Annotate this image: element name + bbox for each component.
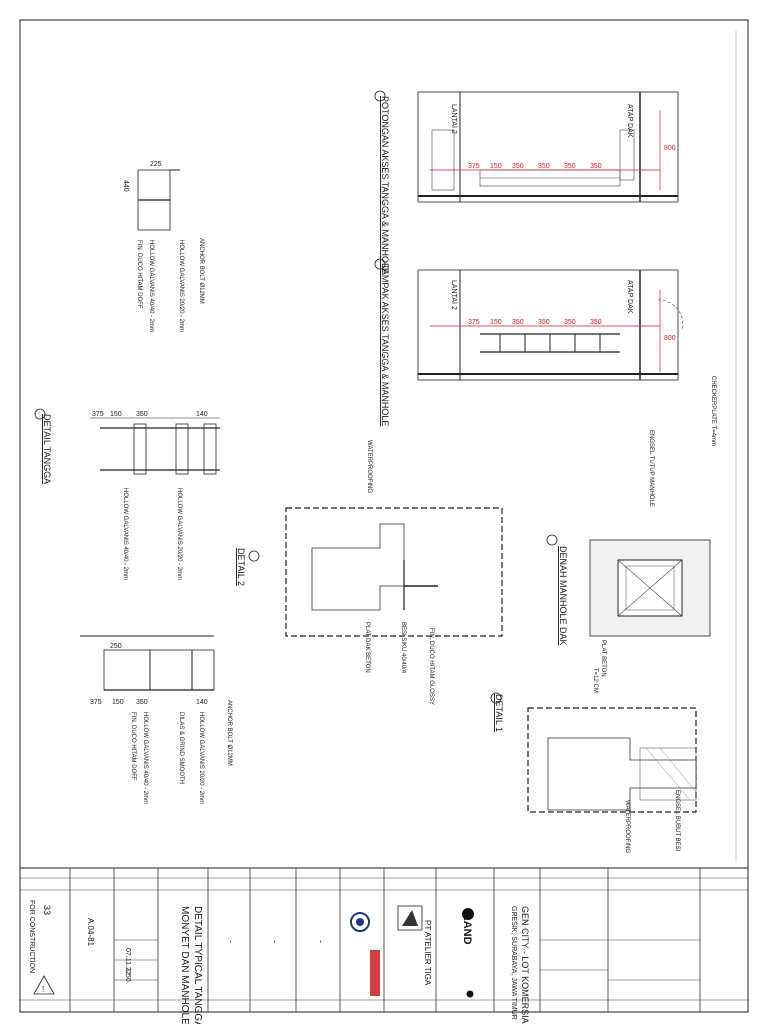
dim-150-b: 150 <box>490 319 502 326</box>
detail-2-section: DETAIL 2 WATERPROOFING PLAT DAK BETON BE… <box>236 440 503 705</box>
dim-375-a: 375 <box>468 163 480 170</box>
land-logo-icon <box>462 908 474 920</box>
note-hollow-20-c: HOLLOW GALVANIS 20/20 - 2mm <box>198 712 204 804</box>
dim-375-d: 375 <box>90 699 102 706</box>
note-t12-a: T=12 CM <box>592 668 598 693</box>
note-hollow-20-b: HOLLOW GALVANIS 20/20 - 2mm <box>178 240 184 332</box>
potongan-title: POTONGAN AKSES TANGGA & MANHOLE <box>380 96 390 274</box>
note-hollow-40-a: HOLLOW GALVANIS 40/40 - 2mm <box>122 488 128 580</box>
note-plat-dak: PLAT DAK BETON <box>364 622 370 673</box>
dim-150-d: 150 <box>112 699 124 706</box>
dash-1: - <box>226 940 236 943</box>
land-bullet-icon <box>466 990 474 998</box>
tampak-bubble-icon <box>374 258 386 270</box>
denah-title: DENAH MANHOLE DAK <box>558 546 568 646</box>
stamp-mark: ! <box>42 985 44 994</box>
detail-2-title: DETAIL 2 <box>236 548 246 586</box>
note-hollow-20-a: HOLLOW GALVANIS 20/20 - 2mm <box>176 488 182 580</box>
tampak-section: 375 150 350 350 350 350 800 TAMPAK AKSES… <box>374 258 716 507</box>
dim-350-g: 350 <box>564 319 576 326</box>
project-name-line-2: GRESIK, SURABAYA, JAWA TIMUR <box>510 906 517 1020</box>
dim-375-c: 375 <box>92 411 104 418</box>
level-lantai2-b: LANTAI 2 <box>450 280 457 310</box>
dim-140-b: 140 <box>196 699 208 706</box>
dim-350-h: 350 <box>590 319 602 326</box>
dash-2: - <box>270 940 280 943</box>
dim-225: 225 <box>150 161 162 168</box>
dim-350-a: 350 <box>512 163 524 170</box>
structure-logo-icon <box>350 912 370 932</box>
dim-440-a: 440 <box>122 180 129 192</box>
denah-bubble-icon <box>546 534 558 546</box>
company-name: PT ATELIER TIGA <box>423 920 432 986</box>
developer-name: LAND <box>461 914 473 945</box>
note-finish-a: FIN. DUCO HITAM DOFF <box>136 240 142 309</box>
upper-left-detail: 225 440 ANCHOR BOLT Ø12MM HOLLOW GALVANI… <box>122 161 204 332</box>
dash-3: - <box>316 940 326 943</box>
dim-800-a: 800 <box>664 145 676 152</box>
dim-150-c: 150 <box>110 411 122 418</box>
consultant-logo <box>397 905 423 931</box>
note-plat-beton-a: PLAT BETON <box>600 640 606 677</box>
detail-1-title: DETAIL 1 <box>494 694 504 732</box>
red-stamp <box>370 950 380 996</box>
dim-350-j: 350 <box>136 699 148 706</box>
note-engsel: ENGSEL TUTUP MANHOLE <box>648 430 654 507</box>
dim-350-f: 350 <box>538 319 550 326</box>
level-atap-b: ATAP DAK <box>626 280 633 314</box>
note-waterproofing-b: WATERPROOFING <box>366 440 372 493</box>
note-waterproofing-a: WATERPROOFING <box>624 800 630 853</box>
tampak-title: TAMPAK AKSES TANGGA & MANHOLE <box>380 264 390 426</box>
note-anchor-b: ANCHOR BOLT Ø12MM <box>226 700 232 766</box>
dim-350-c: 350 <box>564 163 576 170</box>
dim-350-b: 350 <box>538 163 550 170</box>
drawing-number: A.04-81 <box>86 918 95 947</box>
note-las-grind: DILAS & GRIND SMOOTH <box>178 712 184 784</box>
dim-375-b: 375 <box>468 319 480 326</box>
scale-value: 1:50 <box>124 968 131 982</box>
detail-2-bubble-icon <box>248 550 260 562</box>
note-finish-b: FIN. DUCO HITAM DOFF <box>130 712 136 781</box>
status-label: FOR CONSTRUCTION <box>28 900 35 973</box>
potongan-section: 375 150 350 350 350 350 800 POTONGAN AKS… <box>374 90 679 274</box>
note-hollow-40-c: HOLLOW GALVANIS 40/40 - 2mm <box>142 712 148 804</box>
denah-manhole-section: DENAH MANHOLE DAK PLAT BETON <box>546 534 711 677</box>
note-checkerplate: CHECKERPLATE T=4mm <box>710 376 716 446</box>
revision-triangle-icon <box>33 975 55 995</box>
note-fin-duco-glossy: FIN. DUCO HITAM GLOSSY <box>428 628 434 705</box>
note-anchor-a: ANCHOR BOLT Ø12MM <box>198 238 204 304</box>
note-hollow-40-b: HOLLOW GALVANIS 40/40 - 2mm <box>148 240 154 332</box>
title-block: FOR CONSTRUCTION 33 A.04-81 07.11.22 1:5… <box>19 867 749 1024</box>
sheet-number: 33 <box>42 905 52 915</box>
date-value: 07.11.22 <box>124 948 131 975</box>
dim-350-i: 350 <box>136 411 148 418</box>
project-name-line-1: GEN CITY - LOT KOMERSIAL 2 <box>520 906 530 1024</box>
drawing-title-line-2: MONYET DAN MANHOLE <box>179 906 190 1024</box>
dim-800-b: 800 <box>664 335 676 342</box>
drawing-title-line-1: DETAIL TYPICAL TANGGA <box>192 906 203 1024</box>
detail-1-section: DETAIL 1 WATERPROOFING ENGSEL BUBUT BESI… <box>490 668 697 853</box>
lower-left-detail: 250 375 150 350 140 ANCHOR BOLT Ø12MM HO… <box>80 635 232 804</box>
detail-tangga-bubble-icon <box>34 408 46 420</box>
detail-tangga-title: DETAIL TANGGA <box>42 414 52 484</box>
dim-150-a: 150 <box>490 163 502 170</box>
detail-1-bubble-icon <box>490 692 502 704</box>
detail-tangga-section: DETAIL TANGGA HOLLOW GALVANIS 40/40 - 2m… <box>34 408 220 580</box>
potongan-bubble-icon <box>374 90 386 102</box>
dim-350-d: 350 <box>590 163 602 170</box>
dim-350-e: 350 <box>512 319 524 326</box>
dim-250: 250 <box>110 643 122 650</box>
level-atap-a: ATAP DAK <box>626 104 633 138</box>
note-engsel-bubut: ENGSEL BUBUT BESI <box>674 790 680 852</box>
note-besi-siku: BESI SIKU 40/40/4 <box>400 622 406 674</box>
level-lantai2-a: LANTAI 2 <box>450 104 457 134</box>
dim-140-a: 140 <box>196 411 208 418</box>
